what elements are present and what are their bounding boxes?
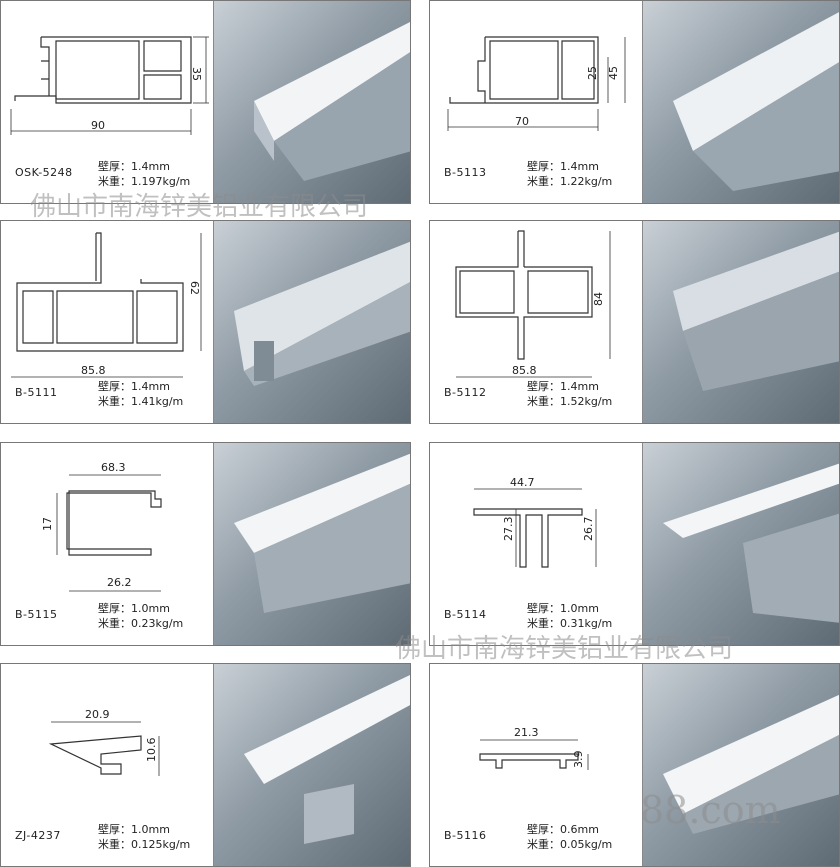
- dim-height: 45: [607, 66, 620, 80]
- dim-height: 3.9: [572, 751, 585, 769]
- product-card-b-5116: 21.3 3.9 B-5116 壁厚：0.6mm 米重：0.05kg/m: [429, 663, 840, 867]
- caption: B-5114 壁厚：1.0mm 米重：0.31kg/m: [430, 601, 642, 643]
- dim-height: 84: [592, 292, 605, 306]
- dim-width: 68.3: [101, 461, 126, 474]
- product-card-b-5115: 68.3 17 26.2 B-5115 壁厚：1.0mm 米重：0.23kg/m: [0, 442, 411, 646]
- product-card-b-5112: 85.8 84 B-5112 壁厚：1.4mm 米重：1.52kg/m: [429, 220, 840, 424]
- product-code: B-5115: [15, 608, 58, 621]
- profile-drawing: 68.3 17 26.2: [41, 461, 162, 592]
- meter-weight: 米重：1.22kg/m: [527, 175, 613, 188]
- product-code: B-5114: [444, 608, 487, 621]
- product-card-b-5114: 44.7 27.3 26.7 B-5114 壁厚：1.0mm 米重：0.31kg/…: [429, 442, 840, 646]
- caption: OSK-5248 壁厚：1.4mm 米重：1.197kg/m: [1, 159, 213, 201]
- product-card-zj-4237: 20.9 10.6 ZJ-4237 壁厚：1.0mm 米重：0.125kg/m: [0, 663, 411, 867]
- product-photo: [642, 664, 839, 866]
- dim-width: 90: [91, 119, 105, 132]
- dim-width: 85.8: [512, 364, 537, 377]
- product-code: B-5111: [15, 386, 58, 399]
- product-photo: [642, 221, 839, 423]
- product-photo: [213, 664, 410, 866]
- wall-thickness: 壁厚：1.0mm: [98, 602, 170, 615]
- dim-width: 70: [515, 115, 529, 128]
- product-code: ZJ-4237: [15, 829, 61, 842]
- wall-thickness: 壁厚：0.6mm: [527, 823, 599, 836]
- wall-thickness: 壁厚：1.4mm: [98, 160, 170, 173]
- dim-width: 44.7: [510, 476, 535, 489]
- meter-weight: 米重：0.23kg/m: [98, 617, 184, 630]
- dim-height: 62: [188, 281, 201, 295]
- meter-weight: 米重：1.197kg/m: [98, 175, 191, 188]
- profile-drawing: 85.8 84: [455, 230, 611, 378]
- profile-drawing: 20.9 10.6: [48, 708, 160, 776]
- product-card-b-5111: 85.8 62 B-5111 壁厚：1.4mm 米重：1.41kg/m: [0, 220, 411, 424]
- caption: B-5112 壁厚：1.4mm 米重：1.52kg/m: [430, 379, 642, 421]
- meter-weight: 米重：0.125kg/m: [98, 838, 191, 851]
- dim-inner-height: 25: [586, 66, 599, 80]
- wall-thickness: 壁厚：1.4mm: [527, 380, 599, 393]
- caption: ZJ-4237 壁厚：1.0mm 米重：0.125kg/m: [1, 822, 213, 864]
- wall-thickness: 壁厚：1.0mm: [98, 823, 170, 836]
- meter-weight: 米重：1.41kg/m: [98, 395, 184, 408]
- caption: B-5116 壁厚：0.6mm 米重：0.05kg/m: [430, 822, 642, 864]
- profile-drawing: 44.7 27.3 26.7: [473, 476, 597, 568]
- product-code: OSK-5248: [15, 166, 73, 179]
- caption: B-5115 壁厚：1.0mm 米重：0.23kg/m: [1, 601, 213, 643]
- dim-height: 35: [190, 67, 203, 81]
- product-photo: [642, 1, 839, 203]
- profile-drawing: 90 35: [10, 36, 209, 135]
- caption: B-5113 壁厚：1.4mm 米重：1.22kg/m: [430, 159, 642, 201]
- dim-width: 21.3: [514, 726, 539, 739]
- dim-height-left: 27.3: [502, 517, 515, 542]
- product-photo: [213, 443, 410, 645]
- wall-thickness: 壁厚：1.4mm: [98, 380, 170, 393]
- dim-height-right: 26.7: [582, 517, 595, 542]
- dim-bottom-width: 26.2: [107, 576, 132, 589]
- profile-drawing: 70 25 45: [447, 36, 626, 131]
- meter-weight: 米重：0.05kg/m: [527, 838, 613, 851]
- product-code: B-5112: [444, 386, 487, 399]
- product-photo: [213, 1, 410, 203]
- meter-weight: 米重：1.52kg/m: [527, 395, 613, 408]
- profile-drawing: 85.8 62: [11, 232, 202, 378]
- caption: B-5111 壁厚：1.4mm 米重：1.41kg/m: [1, 379, 213, 421]
- wall-thickness: 壁厚：1.4mm: [527, 160, 599, 173]
- dim-width: 85.8: [81, 364, 106, 377]
- dim-height: 10.6: [145, 738, 158, 763]
- product-photo: [213, 221, 410, 423]
- product-card-b-5113: 70 25 45 B-5113 壁厚：1.4mm 米重：1.22kg/m: [429, 0, 840, 204]
- dim-height: 17: [41, 517, 54, 531]
- product-code: B-5116: [444, 829, 487, 842]
- product-card-osk-5248: 90 35 OSK-5248 壁厚：1.4mm 米重：1.197kg/m: [0, 0, 411, 204]
- meter-weight: 米重：0.31kg/m: [527, 617, 613, 630]
- product-code: B-5113: [444, 166, 487, 179]
- product-photo: [642, 443, 839, 645]
- profile-drawing: 21.3 3.9: [479, 726, 589, 770]
- wall-thickness: 壁厚：1.0mm: [527, 602, 599, 615]
- dim-width: 20.9: [85, 708, 110, 721]
